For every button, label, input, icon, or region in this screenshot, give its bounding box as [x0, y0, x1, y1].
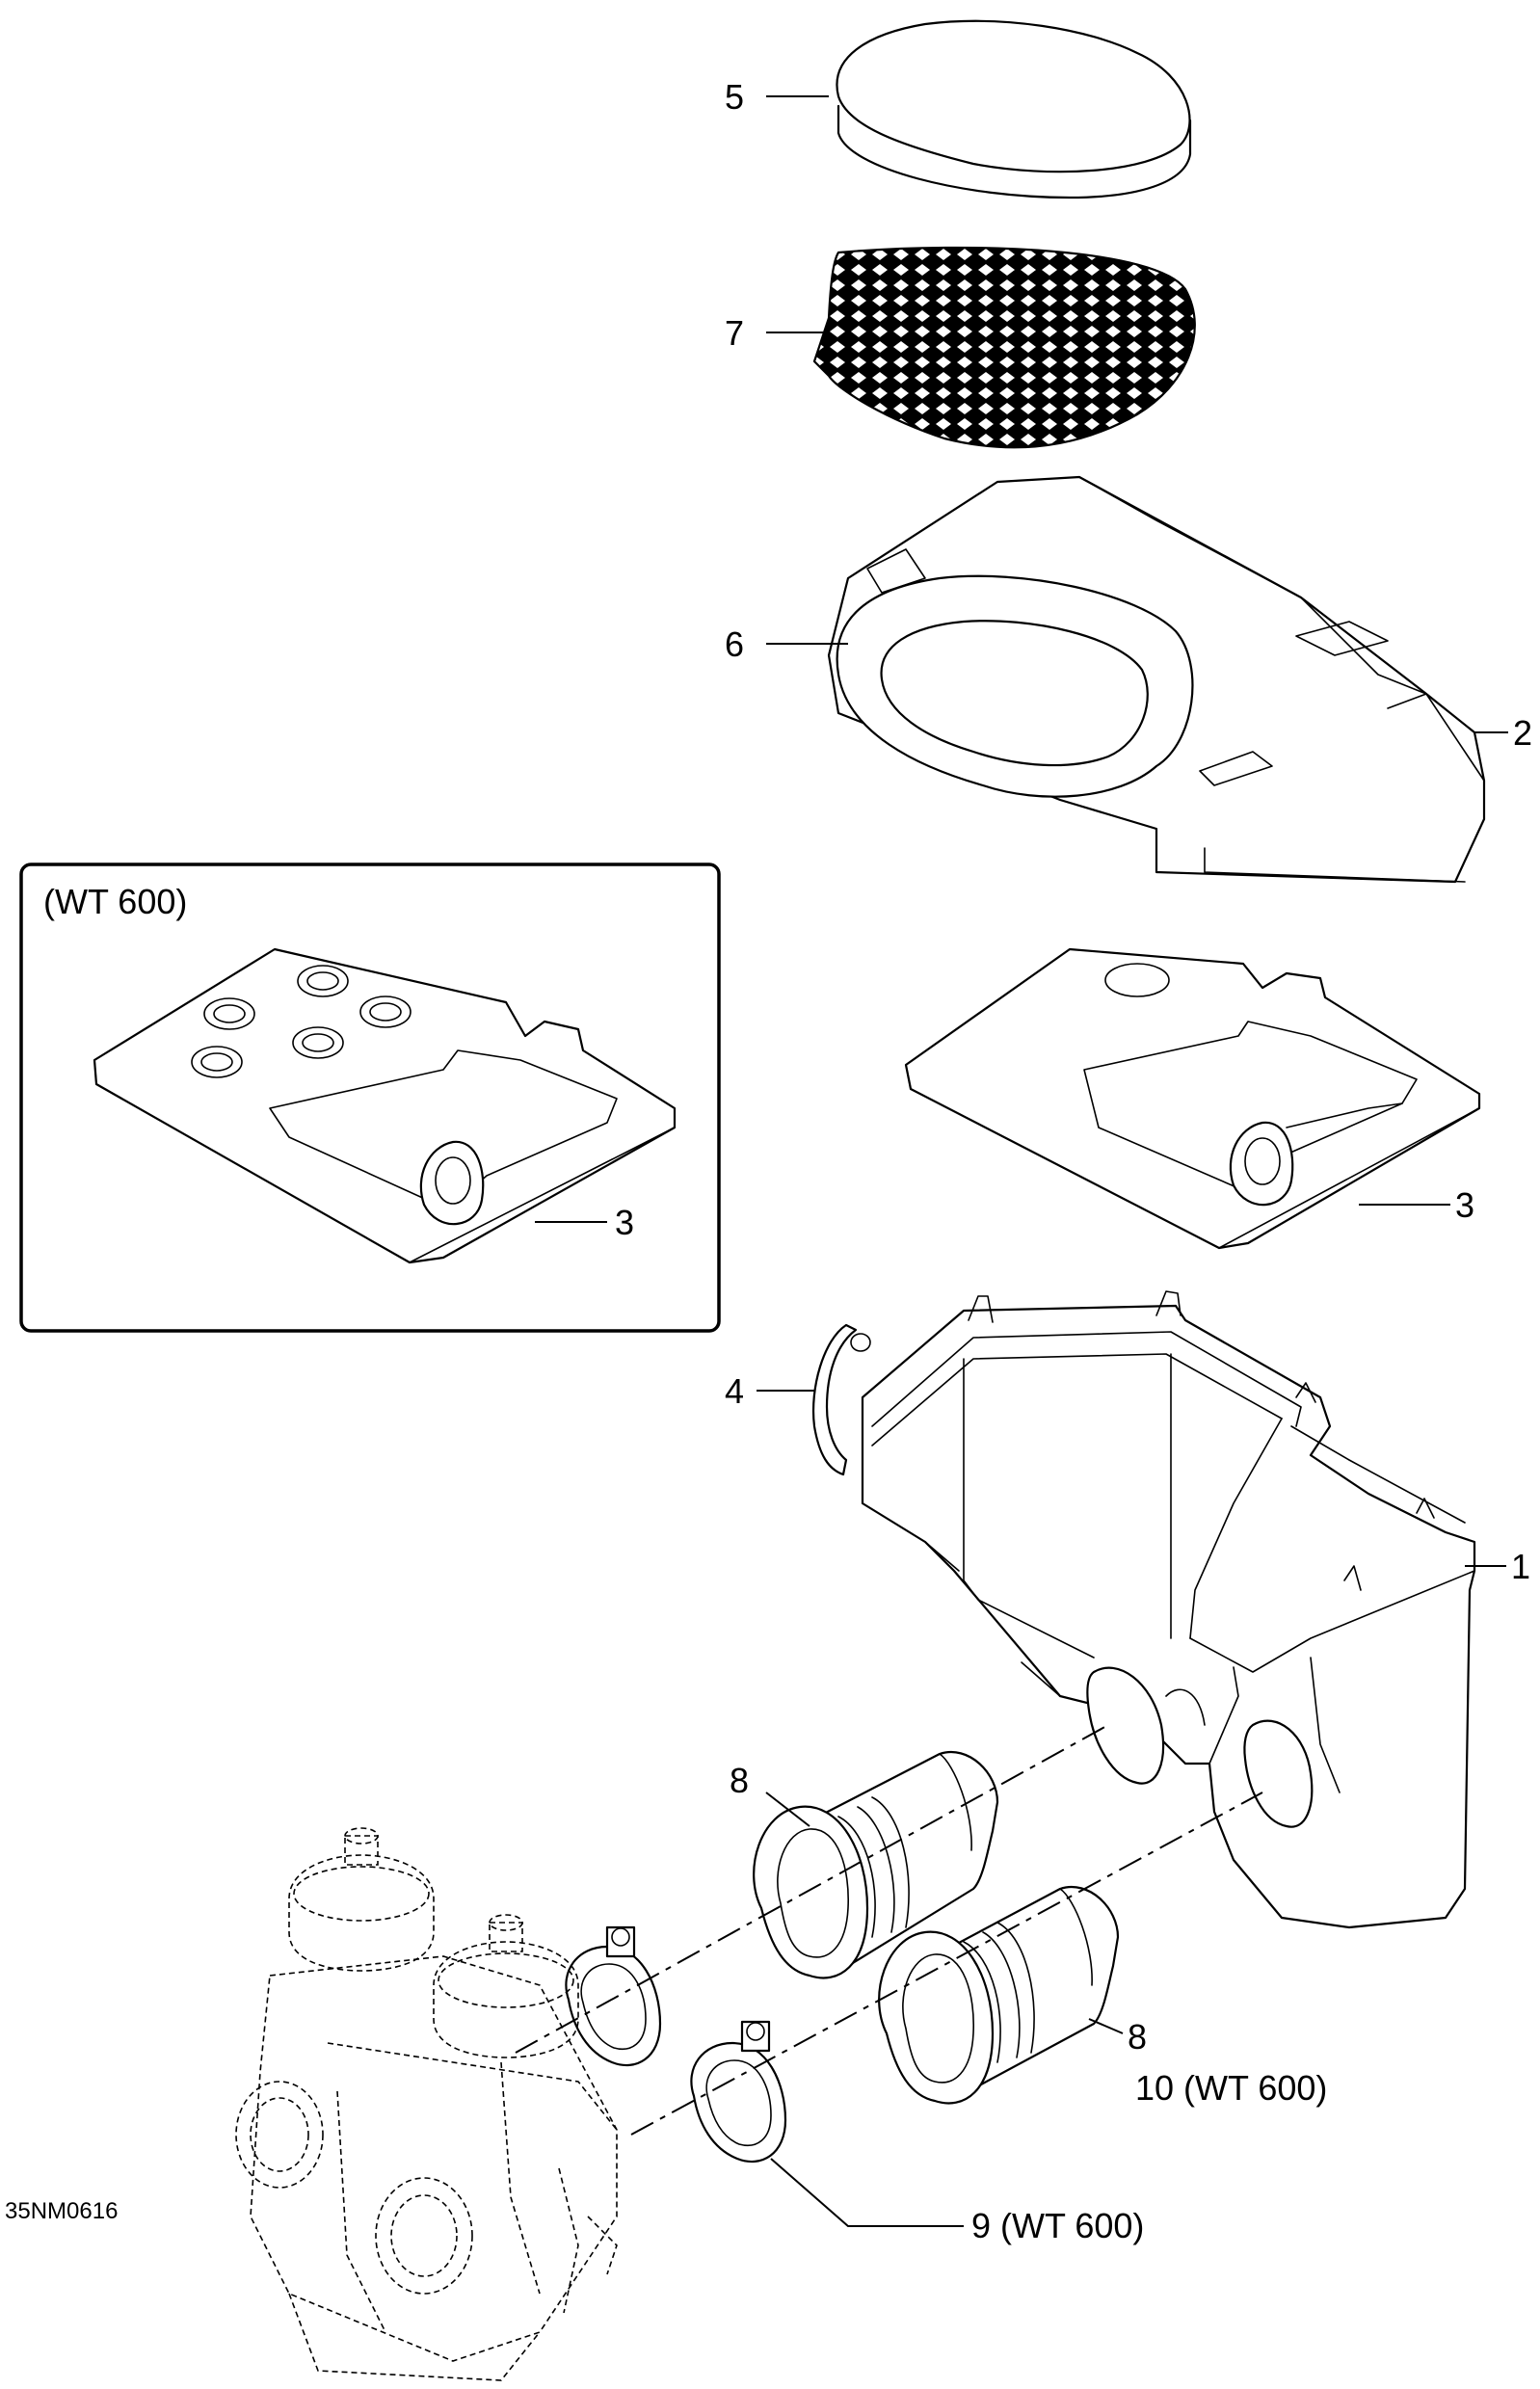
- retaining-clip: [812, 1323, 871, 1476]
- intake-adaptor-upper: [753, 1751, 999, 1979]
- filter-mesh: [812, 246, 1196, 449]
- callout-5: 5: [725, 77, 744, 117]
- callout-2: 2: [1513, 713, 1532, 753]
- callout-8-upper: 8: [730, 1761, 749, 1800]
- baffle-plate-wt600: [93, 947, 677, 1264]
- intake-adaptor-lower: [878, 1886, 1120, 2105]
- callout-10: 10 (WT 600): [1135, 2068, 1327, 2108]
- hose-clamp-lower: [690, 2020, 787, 2163]
- inset-title: (WT 600): [43, 882, 187, 921]
- callout-3: 3: [1455, 1185, 1474, 1225]
- callout-9: 9 (WT 600): [971, 2206, 1144, 2245]
- callout-3-inset: 3: [615, 1203, 634, 1242]
- filter-cover: [827, 475, 1486, 884]
- air-box-housing: [861, 1290, 1476, 1929]
- inset-wt600: (WT 600) 3: [19, 863, 721, 1333]
- carburetors-reference: [235, 1827, 618, 2381]
- callout-6: 6: [725, 624, 744, 664]
- callout-4: 4: [725, 1371, 744, 1411]
- assembly-line-upper: [515, 1724, 1109, 2054]
- assembly-line-lower: [630, 1792, 1263, 2136]
- callout-7: 7: [725, 313, 744, 353]
- drawing-code: 35NM0616: [5, 2198, 118, 2224]
- hose-clamp-upper: [565, 1925, 662, 2067]
- foam-filter-pad: [836, 19, 1192, 199]
- baffle-plate: [904, 947, 1481, 1250]
- callout-1: 1: [1511, 1547, 1530, 1586]
- callout-8-lower: 8: [1128, 2017, 1147, 2057]
